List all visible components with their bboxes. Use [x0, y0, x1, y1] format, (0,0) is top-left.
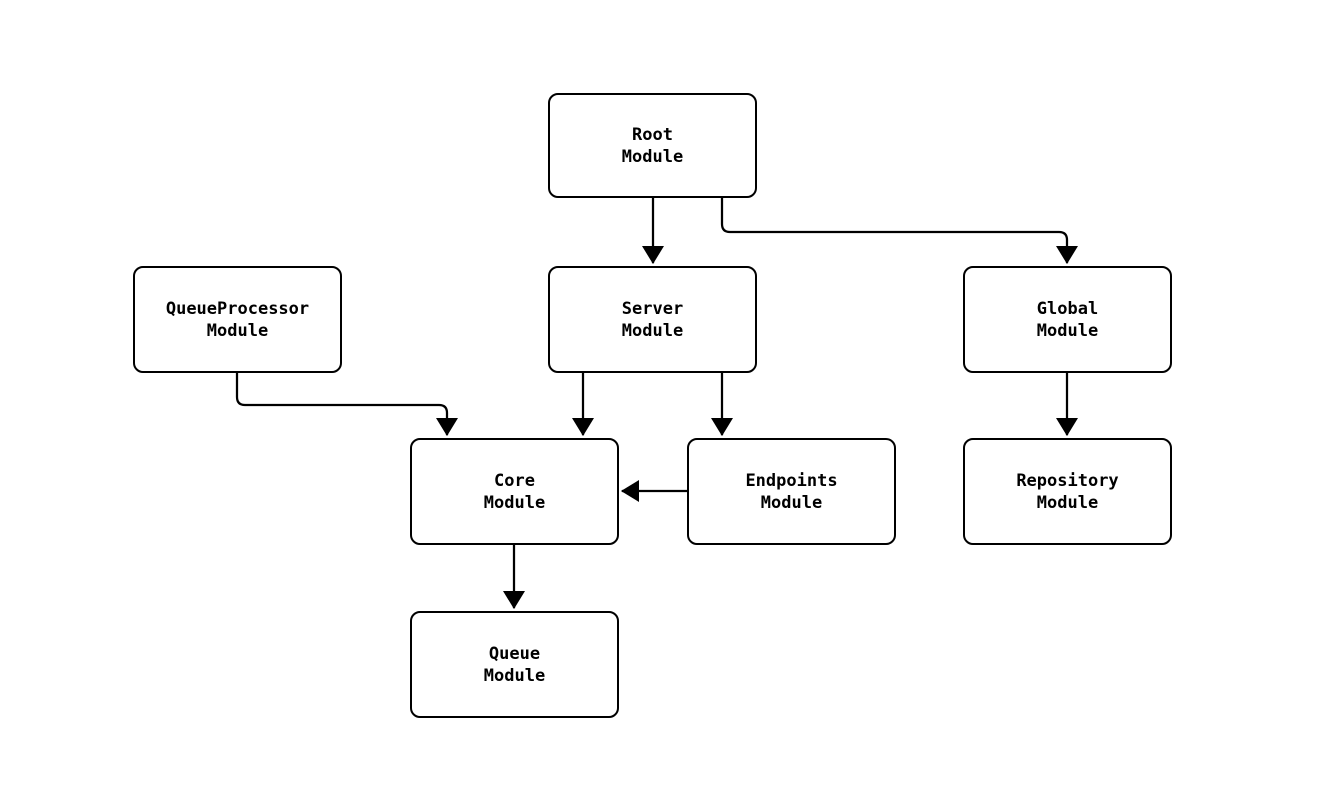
node-root-module-label: Root Module: [621, 124, 684, 167]
node-core-module-label: Core Module: [483, 470, 546, 513]
node-queueprocessor-module: QueueProcessor Module: [133, 266, 342, 373]
node-queue-module: Queue Module: [410, 611, 619, 718]
node-endpoints-module: Endpoints Module: [687, 438, 896, 545]
node-root-module: Root Module: [548, 93, 757, 198]
node-endpoints-module-label: Endpoints Module: [745, 470, 838, 513]
node-queueprocessor-module-label: QueueProcessor Module: [165, 298, 310, 341]
node-server-module-label: Server Module: [621, 298, 684, 341]
edge-root-to-global: [720, 196, 1078, 264]
node-queue-module-label: Queue Module: [483, 643, 546, 686]
edge-queueprocessor-to-core: [235, 371, 458, 436]
node-server-module: Server Module: [548, 266, 757, 373]
node-core-module: Core Module: [410, 438, 619, 545]
node-global-module-label: Global Module: [1036, 298, 1099, 341]
node-repository-module-label: Repository Module: [1016, 470, 1119, 513]
node-global-module: Global Module: [963, 266, 1172, 373]
node-repository-module: Repository Module: [963, 438, 1172, 545]
